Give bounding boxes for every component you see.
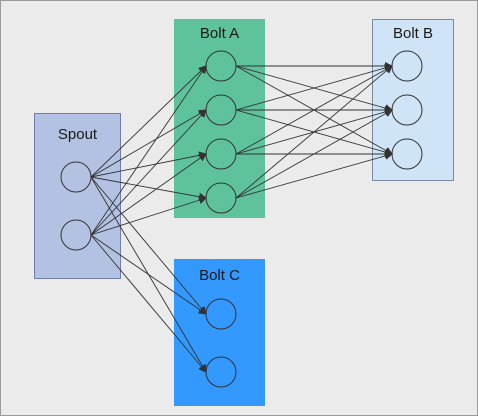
bolt-a-task-3 [205, 138, 237, 170]
bolt-b-task-1 [391, 50, 423, 82]
edge-spout-1-to-bolt-a-1 [90, 65, 207, 178]
edge-spout-2-to-bolt-c-1 [90, 234, 207, 315]
spout-label: Spout [57, 126, 98, 143]
bolt-b-task-2 [391, 94, 423, 126]
bolt-a-task-2 [205, 94, 237, 126]
edge-bolt-a-2-to-bolt-b-1 [235, 64, 393, 111]
edge-spout-1-to-bolt-a-3 [90, 151, 207, 178]
edge-spout-2-to-bolt-c-2 [90, 234, 207, 373]
spout-task-1 [60, 161, 92, 193]
spout-task-2 [60, 219, 92, 251]
bolt-b-label: Bolt B [392, 25, 434, 42]
edge-spout-1-to-bolt-a-4 [90, 176, 207, 201]
edge-bolt-a-3-to-bolt-b-1 [235, 65, 393, 155]
edge-bolt-a-4-to-bolt-b-1 [235, 65, 393, 199]
edge-bolt-a-4-to-bolt-b-3 [235, 152, 393, 199]
bolt-a-task-1 [205, 50, 237, 82]
bolt-c-task-2 [205, 356, 237, 388]
bolt-a-box: Bolt A [174, 19, 265, 218]
edge-bolt-a-4-to-bolt-b-2 [235, 109, 393, 199]
edge-spout-2-to-bolt-a-1 [90, 65, 207, 236]
bolt-b-task-3 [391, 138, 423, 170]
bolt-c-box: Bolt C [174, 259, 265, 406]
edge-spout-2-to-bolt-a-2 [90, 109, 207, 236]
edge-spout-2-to-bolt-a-4 [90, 196, 207, 236]
bolt-a-label: Bolt A [199, 25, 240, 42]
edge-spout-1-to-bolt-c-1 [90, 176, 207, 315]
edge-spout-2-to-bolt-a-3 [90, 153, 207, 236]
bolt-c-task-1 [205, 298, 237, 330]
edge-spout-1-to-bolt-a-2 [90, 109, 207, 178]
bolt-a-task-4 [205, 182, 237, 214]
bolt-c-label: Bolt C [199, 267, 240, 284]
